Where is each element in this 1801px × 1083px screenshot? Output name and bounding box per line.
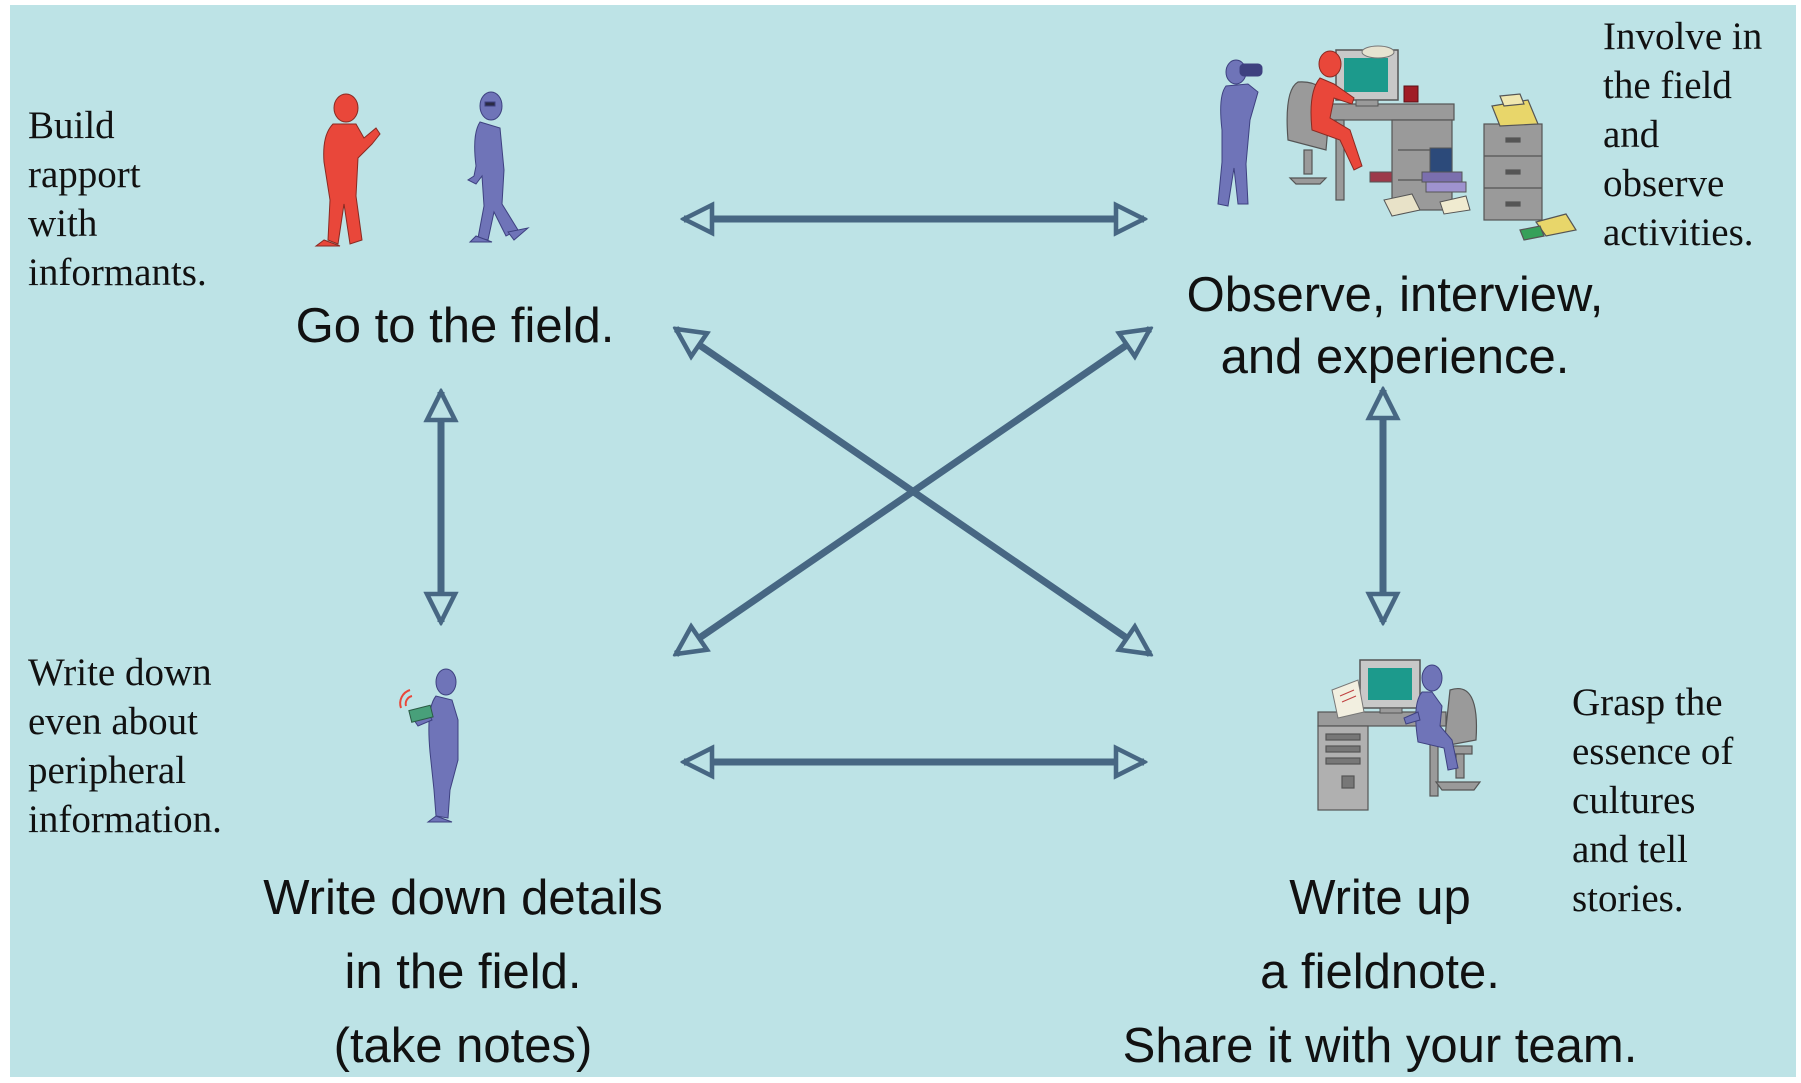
stage-go-to-field: Go to the field. — [285, 299, 625, 354]
computer-desk-icon — [1317, 659, 1482, 811]
note-essence-line-4: and tell — [1572, 828, 1688, 871]
note-peripheral-line-4: information. — [28, 798, 222, 841]
note-rapport: Build rapport with informants. — [28, 101, 207, 297]
note-peripheral: Write down even about peripheral informa… — [28, 648, 222, 844]
stage-observe-line-1: Observe, interview, — [1186, 268, 1604, 322]
note-involve: Involve in the field and observe activit… — [1603, 12, 1762, 257]
stage-write-up: Write up a fieldnote. Share it with your… — [1080, 861, 1680, 1083]
stage-observe: Observe, interview, and experience. — [1150, 264, 1640, 388]
note-peripheral-line-3: peripheral — [28, 749, 187, 792]
stage-observe-line-2: and experience. — [1220, 330, 1570, 384]
stage-write-down-line-3: (take notes) — [333, 1019, 593, 1073]
note-peripheral-line-2: even about — [28, 700, 199, 743]
note-essence-line-1: Grasp the — [1572, 681, 1723, 724]
stage-write-down-line-2: in the field. — [344, 945, 582, 999]
note-rapport-line-1: Build — [28, 104, 115, 147]
note-essence-line-3: cultures — [1572, 779, 1696, 822]
note-peripheral-line-1: Write down — [28, 651, 212, 694]
stage-write-up-line-1: Write up — [1289, 871, 1471, 925]
note-essence-line-2: essence of — [1572, 730, 1734, 773]
note-involve-line-1: Involve in — [1603, 15, 1763, 58]
two-people-icon — [314, 91, 530, 247]
stage-write-down: Write down details in the field. (take n… — [228, 861, 698, 1083]
observer-office-icon — [1217, 45, 1577, 241]
note-essence-line-5: stories. — [1572, 877, 1684, 920]
stage-write-up-line-2: a fieldnote. — [1260, 945, 1500, 999]
stage-go-to-field-label: Go to the field. — [295, 299, 615, 353]
note-taker-icon — [399, 668, 459, 823]
note-involve-line-5: activities. — [1603, 211, 1754, 254]
note-involve-line-2: the field — [1603, 64, 1732, 107]
note-rapport-line-3: with — [28, 202, 98, 245]
note-involve-line-3: and — [1603, 113, 1660, 156]
note-rapport-line-4: informants. — [28, 251, 207, 294]
arrow-diagonal-up — [676, 326, 1150, 657]
note-rapport-line-2: rapport — [28, 153, 141, 196]
note-essence: Grasp the essence of cultures and tell s… — [1572, 678, 1733, 923]
note-involve-line-4: observe — [1603, 162, 1725, 205]
stage-write-down-line-1: Write down details — [263, 871, 663, 925]
stage-write-up-line-3: Share it with your team. — [1122, 1019, 1638, 1073]
